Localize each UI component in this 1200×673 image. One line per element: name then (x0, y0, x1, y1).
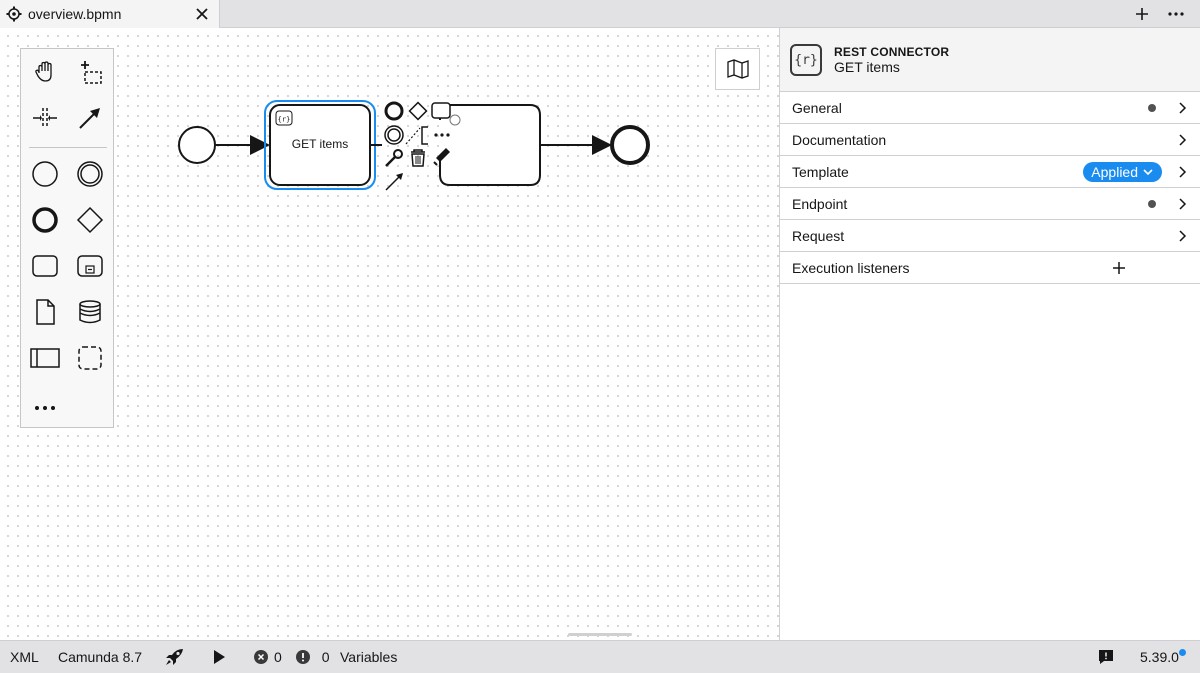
data-object-icon[interactable] (28, 295, 62, 329)
trash-icon[interactable] (411, 149, 425, 167)
paint-bucket-icon[interactable] (433, 148, 450, 166)
chevron-right-icon (1179, 134, 1187, 146)
task-label: GET items (291, 137, 349, 151)
map-icon (726, 59, 749, 79)
hand-tool-icon[interactable] (28, 55, 62, 89)
group-label: Endpoint (792, 195, 848, 212)
group-documentation[interactable]: Documentation (780, 124, 1200, 156)
error-count: 0 (274, 649, 282, 665)
template-applied-badge[interactable]: Applied (1083, 162, 1162, 182)
context-pad (384, 101, 461, 191)
group-request[interactable]: Request (780, 220, 1200, 252)
tab-bar: overview.bpmn (0, 0, 1200, 28)
status-bar: XML Camunda 8.7 0 0 Variables 5.39.0 (0, 640, 1200, 673)
element-name: GET items (834, 59, 900, 75)
feedback-icon (1099, 650, 1113, 664)
close-icon[interactable] (193, 5, 211, 23)
run-button[interactable] (212, 649, 226, 665)
app-version[interactable]: 5.39.0 (1140, 649, 1186, 665)
tab-overview[interactable]: overview.bpmn (0, 0, 220, 28)
lasso-tool-icon[interactable] (73, 55, 107, 89)
global-connect-tool-icon[interactable] (73, 101, 107, 135)
group-icon[interactable] (73, 341, 107, 375)
subprocess-icon[interactable] (73, 249, 107, 283)
group-execution-listeners[interactable]: Execution listeners (780, 252, 1200, 284)
more-icon[interactable] (434, 133, 450, 137)
wrench-icon[interactable] (385, 149, 403, 167)
more-options-icon[interactable] (1166, 4, 1186, 24)
bpmn-diagram: {r} (178, 100, 650, 191)
panel-header: {r} REST CONNECTOR GET items (780, 28, 1200, 92)
chevron-right-icon (1179, 230, 1187, 242)
group-template[interactable]: Template Applied (780, 156, 1200, 188)
data-indicator-dot (1148, 200, 1156, 208)
start-event[interactable] (178, 126, 216, 164)
rocket-icon (166, 649, 183, 665)
group-label: Documentation (792, 131, 887, 148)
error-icon (254, 650, 268, 664)
panel-resize-handle[interactable] (568, 633, 632, 636)
data-indicator-dot (1148, 104, 1156, 112)
chevron-down-icon (1143, 169, 1153, 176)
diagram-canvas[interactable]: {r} (0, 28, 780, 640)
engine-version-button[interactable]: Camunda 8.7 (58, 649, 143, 665)
more-tools-icon[interactable] (28, 387, 62, 421)
group-label: Request (792, 227, 845, 244)
feedback-button[interactable] (1098, 649, 1114, 665)
append-end-event-icon[interactable] (384, 101, 404, 121)
warning-count: 0 (321, 649, 330, 665)
tab-label: overview.bpmn (28, 6, 122, 22)
chevron-right-icon (1179, 198, 1187, 210)
deploy-button[interactable] (165, 648, 185, 666)
gear-icon (6, 6, 22, 22)
append-text-annotation-icon[interactable] (405, 126, 428, 145)
tool-palette (20, 48, 114, 428)
append-task-icon[interactable] (431, 102, 451, 119)
add-tab-icon[interactable] (1132, 4, 1152, 24)
intermediate-event-icon[interactable] (73, 157, 107, 191)
minimap-toggle-button[interactable] (715, 48, 760, 90)
pool-icon[interactable] (28, 341, 62, 375)
element-type: REST CONNECTOR (834, 45, 950, 59)
version-label: 5.39.0 (1140, 649, 1179, 665)
task-icon[interactable] (28, 249, 62, 283)
end-event[interactable] (610, 125, 650, 165)
append-intermediate-event-icon[interactable] (384, 125, 404, 145)
properties-panel: {r} REST CONNECTOR GET items General Doc… (780, 28, 1200, 640)
variables-button[interactable]: Variables (340, 649, 398, 665)
rest-connector-icon: {r} (790, 44, 822, 76)
xml-view-button[interactable]: XML (10, 649, 39, 665)
add-listener-icon[interactable] (1112, 261, 1126, 275)
group-label: Execution listeners (792, 259, 910, 276)
group-general[interactable]: General (780, 92, 1200, 124)
chevron-right-icon (1179, 102, 1187, 114)
next-task[interactable] (439, 104, 541, 186)
connect-arrow-icon[interactable] (385, 173, 403, 191)
start-event-icon[interactable] (28, 157, 62, 191)
cursor-icon (449, 114, 461, 126)
gateway-icon[interactable] (73, 203, 107, 237)
data-store-icon[interactable] (73, 295, 107, 329)
update-dot (1178, 649, 1186, 656)
problems-button[interactable]: 0 0 (254, 649, 330, 665)
connector-icon (275, 110, 293, 126)
group-label: Template (792, 163, 849, 180)
group-endpoint[interactable]: Endpoint (780, 188, 1200, 220)
warning-icon (295, 650, 310, 664)
chevron-right-icon (1179, 166, 1187, 178)
svg-text:{r}: {r} (278, 116, 291, 124)
space-tool-icon[interactable] (28, 101, 62, 135)
append-gateway-icon[interactable] (408, 101, 428, 121)
badge-label: Applied (1091, 164, 1138, 180)
end-event-icon[interactable] (28, 203, 62, 237)
play-icon (214, 650, 225, 664)
group-label: General (792, 99, 842, 116)
